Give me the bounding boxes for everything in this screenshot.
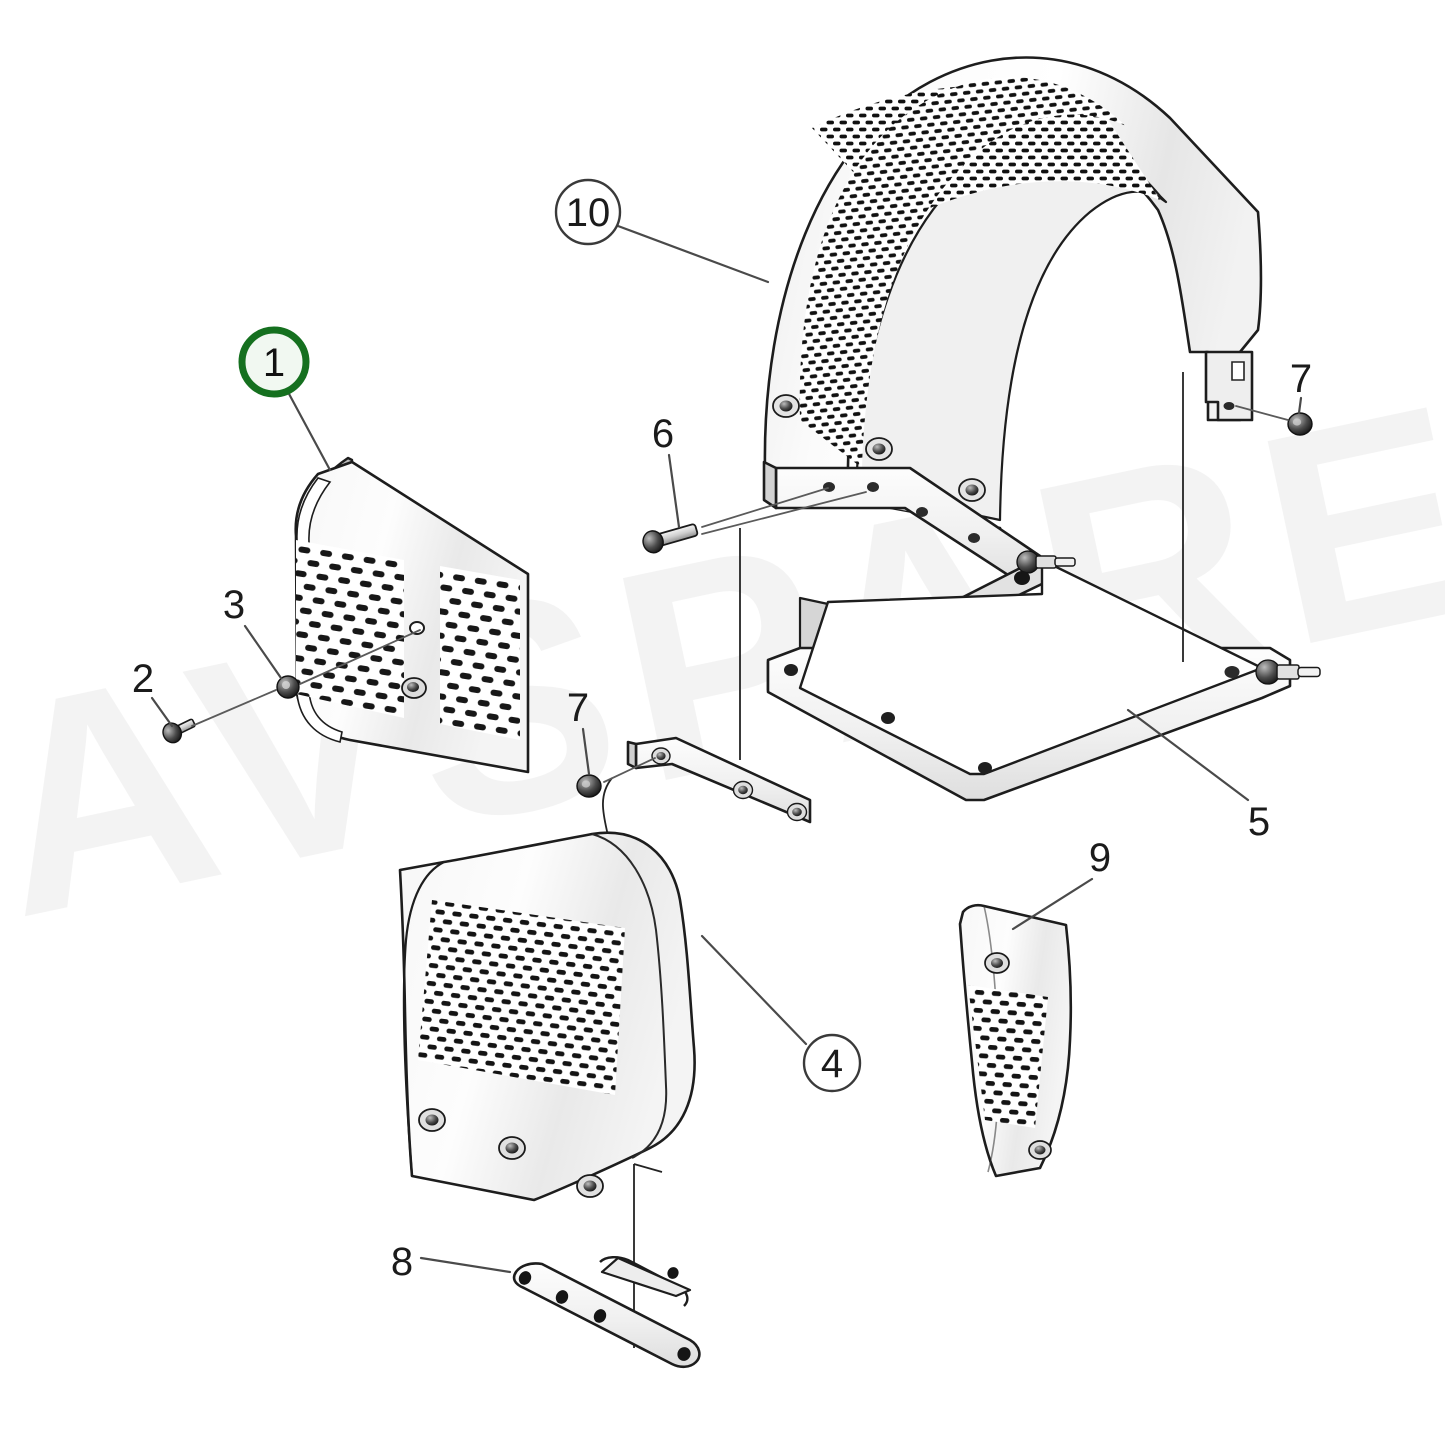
callout-6[interactable]: 6 [652, 412, 681, 529]
callout-leader-line [616, 224, 770, 284]
callout-leader-line [243, 624, 283, 680]
callout-leader-line [1011, 877, 1094, 931]
part-3-hex-nut-small[interactable] [276, 675, 300, 699]
callout-label: 4 [821, 1042, 843, 1086]
callout-circle [554, 178, 622, 246]
part-1-front-perforated-guard-panel[interactable] [238, 456, 590, 812]
callout-label: 7 [1290, 357, 1312, 401]
callout-10[interactable]: 10 [554, 178, 770, 284]
callout-leader-line [1297, 396, 1303, 415]
part-4-lower-perforated-guard-panel[interactable] [363, 831, 696, 1348]
callout-leader-line [286, 390, 332, 472]
callout-leader-line [1126, 708, 1250, 802]
part-7-hex-nut-right[interactable] [1182, 372, 1313, 662]
callout-leader-line [581, 727, 591, 776]
part-2-hex-bolt-small[interactable] [160, 713, 198, 745]
callout-leader-line [419, 1256, 512, 1274]
callout-leader-line [700, 934, 808, 1046]
callout-label: 7 [567, 686, 589, 730]
callout-label: 10 [566, 191, 611, 235]
callout-circle [802, 1033, 862, 1093]
callout-leader-line [150, 696, 174, 728]
callout-7[interactable]: 7 [567, 686, 591, 776]
panel-1-mesh-zone-b [440, 566, 520, 740]
part-8-mounting-strap-bracket[interactable] [512, 1256, 701, 1369]
part-6-long-shoulder-bolt[interactable] [640, 487, 867, 555]
callout-1-highlighted[interactable]: 1 [238, 326, 332, 472]
callout-9[interactable]: 9 [1011, 836, 1111, 931]
callout-8[interactable]: 8 [391, 1240, 512, 1284]
hood-flange-bolts [772, 394, 986, 502]
callout-label: 8 [391, 1240, 413, 1284]
panel-1-bolt [401, 677, 427, 699]
callout-3[interactable]: 3 [223, 583, 283, 680]
callout-5[interactable]: 5 [1126, 708, 1270, 844]
callout-label: 2 [132, 657, 154, 701]
callout-leader-line [667, 453, 681, 529]
callout-label: 9 [1089, 836, 1111, 880]
callout-label: 6 [652, 412, 674, 456]
callout-7[interactable]: 7 [1290, 357, 1312, 415]
frame-hinge-pin-upper [1016, 550, 1076, 574]
part-7-hex-nut-left[interactable] [576, 757, 656, 798]
callout-label: 3 [223, 583, 245, 627]
callout-label: 5 [1248, 800, 1270, 844]
part-9-small-perforated-blade-panel[interactable] [934, 903, 1087, 1178]
frame-hinge-pin-lower [1255, 659, 1321, 685]
callout-layer: 1 2 3 4 5 6 7 7 8 9 10 [132, 178, 1312, 1284]
callout-label: 1 [263, 341, 285, 385]
callout-circle [238, 326, 310, 398]
callout-4[interactable]: 4 [700, 934, 862, 1093]
callout-2[interactable]: 2 [132, 657, 174, 728]
